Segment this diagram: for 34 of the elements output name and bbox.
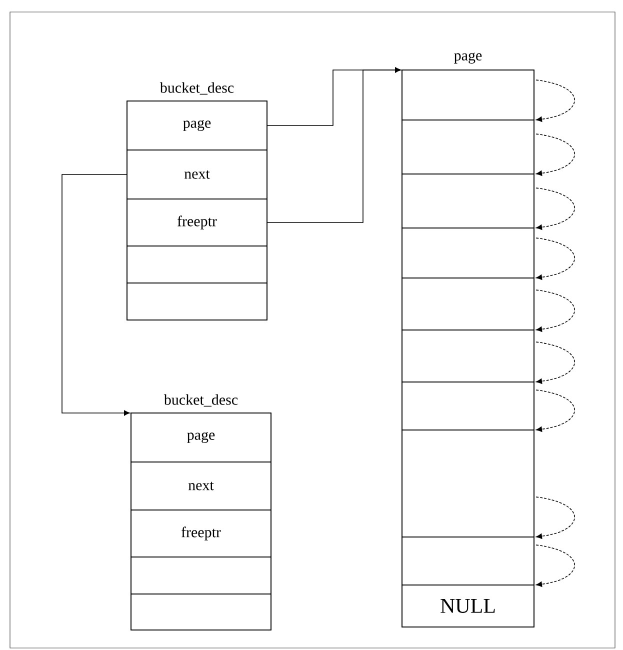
field-cell: next bbox=[130, 462, 272, 510]
empty-cell bbox=[402, 330, 534, 382]
pointer-arrow bbox=[62, 174, 130, 416]
pointer-arrow bbox=[536, 544, 575, 587]
pointer-arrow bbox=[536, 134, 575, 176]
pointer-arrow bbox=[536, 238, 575, 280]
pointer-arrow bbox=[536, 496, 575, 539]
empty-cell bbox=[402, 278, 534, 330]
node-label: bucket_desc bbox=[164, 394, 238, 407]
field-cell: next bbox=[126, 150, 268, 200]
empty-cell bbox=[402, 174, 534, 228]
node-label: bucket_desc bbox=[160, 82, 234, 95]
field-cell: freeptr bbox=[130, 510, 272, 558]
pointer-arrow bbox=[536, 80, 575, 122]
pointer-arrow bbox=[536, 390, 575, 432]
empty-cell bbox=[402, 70, 534, 120]
field-cell: page bbox=[130, 412, 272, 462]
empty-cell bbox=[402, 120, 534, 174]
empty-cell bbox=[402, 536, 534, 586]
pointer-arrow bbox=[536, 188, 575, 230]
empty-cell bbox=[402, 382, 534, 430]
node-label: page bbox=[454, 52, 482, 64]
field-cell: page bbox=[126, 100, 268, 150]
empty-cell bbox=[130, 594, 272, 630]
empty-cell bbox=[130, 556, 272, 594]
field-cell: NULL bbox=[402, 584, 534, 628]
empty-cell bbox=[402, 228, 534, 278]
empty-cell bbox=[402, 430, 534, 538]
pointer-arrow bbox=[266, 67, 401, 223]
field-cell: freeptr bbox=[126, 198, 268, 246]
empty-cell bbox=[126, 282, 268, 320]
pointer-arrow bbox=[536, 342, 575, 384]
empty-cell bbox=[126, 246, 268, 284]
pointer-arrow bbox=[536, 290, 575, 332]
